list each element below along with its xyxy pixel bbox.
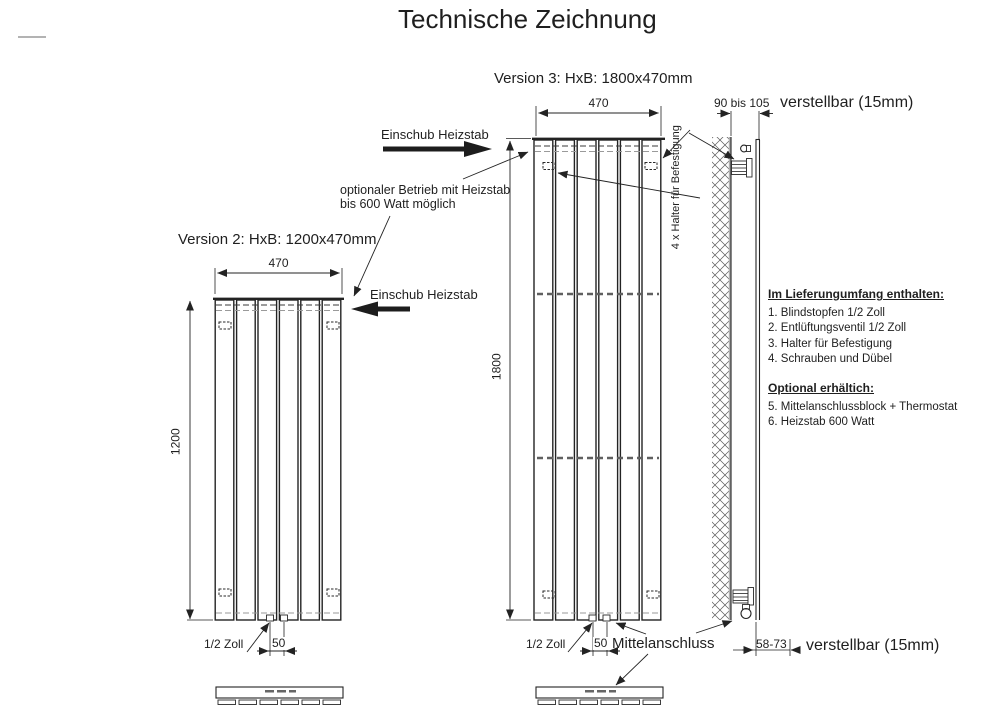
bracket-position xyxy=(542,162,556,170)
wall-section-side-view xyxy=(712,137,761,620)
radiator-v3-front-view xyxy=(532,137,665,622)
bracket-position xyxy=(646,590,660,599)
dim-90-bis-105: 90 bis 105 xyxy=(714,96,770,110)
bracket-position xyxy=(542,590,556,599)
included-item: 4. Schrauben und Dübel xyxy=(768,352,893,365)
mounting-bracket-bottom xyxy=(732,587,754,620)
bracket-position xyxy=(218,588,232,597)
wall-dimensions xyxy=(717,109,801,656)
half-zoll-leader xyxy=(567,622,593,653)
radiator-v2-top-view xyxy=(215,686,344,705)
optional-item: 5. Mittelanschlussblock + Thermostat xyxy=(768,401,958,414)
half-zoll-v3-label: 1/2 Zoll xyxy=(526,637,566,651)
dim-50-v2: 50 xyxy=(271,636,287,651)
verstellbar-top-label: verstellbar (15mm) xyxy=(780,94,914,111)
wall-hatch xyxy=(712,137,731,620)
dim-470-v3: 470 xyxy=(588,96,609,110)
radiator-v2-front-view xyxy=(213,297,344,622)
einschub-top-arrow xyxy=(383,141,492,157)
bracket-position xyxy=(218,321,232,330)
bottom-connection xyxy=(266,614,274,622)
dim-50-v3: 50 xyxy=(593,636,609,651)
dim-1200-v2: 1200 xyxy=(168,428,183,456)
bracket-position xyxy=(644,162,658,170)
dim-1800-v3: 1800 xyxy=(489,353,504,381)
bottom-connection xyxy=(280,614,288,622)
half-zoll-leader xyxy=(246,622,270,653)
radiator-v3-top-view xyxy=(535,686,664,705)
einschub-side-arrow xyxy=(351,301,410,317)
halter-befestigung-label: 4 x Halter für Befestigung xyxy=(669,125,682,250)
valve xyxy=(740,607,752,620)
included-item: 1. Blindstopfen 1/2 Zoll xyxy=(768,307,885,320)
mounting-bracket-top xyxy=(731,144,753,178)
bracket-position xyxy=(326,321,340,330)
dim-58-73: 58-73 xyxy=(756,637,787,651)
optional-item: 6. Heizstab 600 Watt xyxy=(768,416,875,429)
einschub-heizstab-side-label: Einschub Heizstab xyxy=(370,287,478,302)
parts-list: Im Lieferungumfang enthalten: 1. Blindst… xyxy=(768,287,990,431)
optional-heizstab-line2: bis 600 Watt möglich xyxy=(340,197,456,211)
radiator-v2-dimensions xyxy=(186,268,343,656)
version3-label: Version 3: HxB: 1800x470mm xyxy=(494,70,693,87)
half-zoll-v2-label: 1/2 Zoll xyxy=(204,637,244,651)
optional-heizstab-line1: optionaler Betrieb mit Heizstab xyxy=(340,183,511,197)
bottom-connection xyxy=(602,614,611,622)
page-title: Technische Zeichnung xyxy=(398,4,657,34)
mittelanschluss-label: Mittelanschluss xyxy=(612,635,715,652)
bottom-connection xyxy=(588,614,597,622)
included-item: 3. Halter für Befestigung xyxy=(768,337,893,350)
radiator-v3-dimensions xyxy=(506,106,662,656)
leader-arrows xyxy=(351,129,735,686)
einschub-heizstab-top-label: Einschub Heizstab xyxy=(381,127,489,142)
verstellbar-bottom-label: verstellbar (15mm) xyxy=(806,637,940,654)
optional-heading: Optional erhältich: xyxy=(768,381,875,396)
bracket-position xyxy=(326,588,340,597)
included-heading: Im Lieferungumfang enthalten: xyxy=(768,287,945,301)
included-item: 2. Entlüftungsventil 1/2 Zoll xyxy=(768,322,907,335)
dim-470-v2: 470 xyxy=(268,256,289,270)
version2-label: Version 2: HxB: 1200x470mm xyxy=(178,231,377,248)
